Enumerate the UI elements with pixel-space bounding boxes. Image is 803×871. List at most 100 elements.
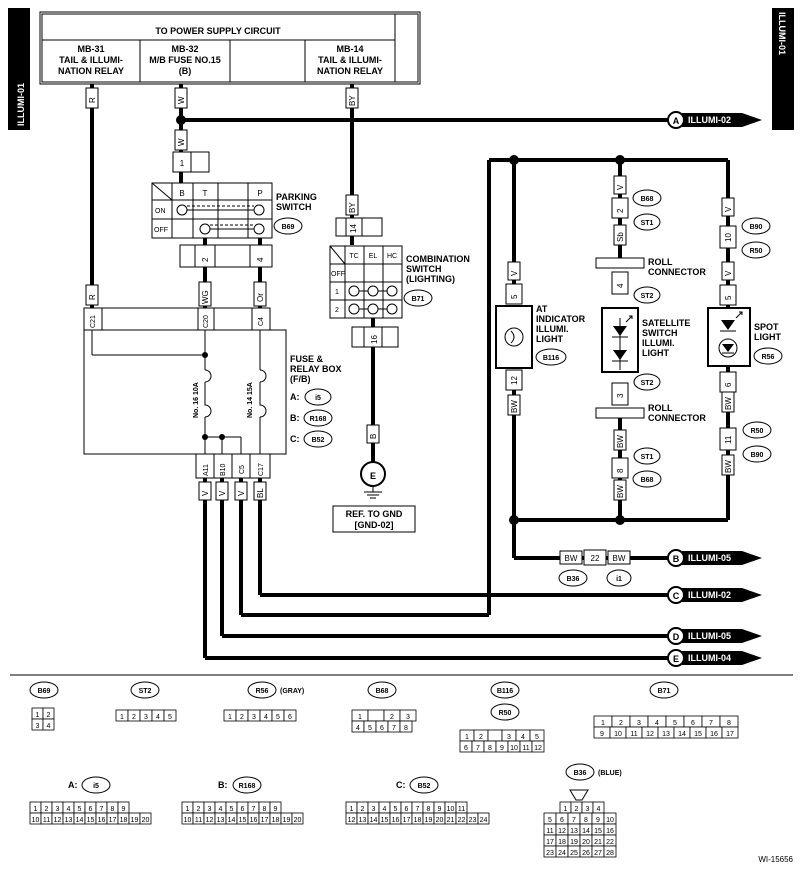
svg-text:9: 9 bbox=[122, 806, 126, 813]
svg-text:BW: BW bbox=[613, 554, 626, 563]
svg-text:18: 18 bbox=[558, 839, 566, 846]
svg-text:12: 12 bbox=[510, 376, 519, 385]
svg-text:ILLUMI-02: ILLUMI-02 bbox=[688, 115, 731, 125]
svg-text:1: 1 bbox=[34, 806, 38, 813]
ps-cell2-l2: M/B FUSE NO.15 bbox=[149, 55, 221, 65]
parking-switch-label: PARKING bbox=[276, 192, 317, 202]
svg-text:CONNECTOR: CONNECTOR bbox=[648, 413, 706, 423]
svg-text:3: 3 bbox=[406, 714, 410, 721]
svg-text:17: 17 bbox=[403, 817, 411, 824]
svg-text:C21: C21 bbox=[90, 315, 97, 328]
svg-text:V: V bbox=[616, 184, 625, 190]
svg-text:19: 19 bbox=[425, 817, 433, 824]
svg-text:18: 18 bbox=[272, 817, 280, 824]
svg-text:C:: C: bbox=[290, 434, 300, 444]
svg-text:V: V bbox=[237, 490, 246, 496]
svg-text:CONNECTOR: CONNECTOR bbox=[648, 267, 706, 277]
svg-text:B68: B68 bbox=[376, 688, 389, 695]
svg-text:R56: R56 bbox=[762, 354, 775, 361]
svg-text:W: W bbox=[177, 138, 186, 146]
svg-text:A11: A11 bbox=[203, 464, 210, 476]
svg-text:20: 20 bbox=[436, 817, 444, 824]
svg-text:16: 16 bbox=[370, 335, 379, 344]
power-supply-block: TO POWER SUPPLY CIRCUIT MB-31 TAIL & ILL… bbox=[39, 11, 421, 85]
svg-text:[GND-02]: [GND-02] bbox=[354, 520, 393, 530]
svg-text:ILLUMI-05: ILLUMI-05 bbox=[688, 553, 731, 563]
svg-text:B71: B71 bbox=[658, 688, 671, 695]
svg-text:B116: B116 bbox=[497, 688, 513, 695]
svg-text:2: 2 bbox=[197, 806, 201, 813]
svg-text:10: 10 bbox=[184, 817, 192, 824]
svg-text:T: T bbox=[203, 189, 208, 198]
svg-text:ST2: ST2 bbox=[139, 688, 152, 695]
svg-text:15: 15 bbox=[381, 817, 389, 824]
svg-text:11: 11 bbox=[458, 806, 465, 813]
svg-text:2: 2 bbox=[619, 720, 623, 727]
svg-text:11: 11 bbox=[43, 817, 50, 824]
svg-text:ROLL: ROLL bbox=[648, 257, 673, 267]
svg-text:8: 8 bbox=[404, 725, 408, 732]
satellite-switch-label: SATELLITE bbox=[642, 318, 690, 328]
svg-text:6: 6 bbox=[691, 720, 695, 727]
svg-text:WG: WG bbox=[201, 290, 210, 304]
svg-text:13: 13 bbox=[570, 828, 578, 835]
svg-text:8: 8 bbox=[584, 817, 588, 824]
svg-text:21: 21 bbox=[594, 839, 602, 846]
svg-text:10: 10 bbox=[32, 817, 40, 824]
power-supply-title: TO POWER SUPPLY CIRCUIT bbox=[155, 26, 281, 36]
svg-text:9: 9 bbox=[438, 806, 442, 813]
svg-text:6: 6 bbox=[405, 806, 409, 813]
svg-text:12: 12 bbox=[534, 745, 542, 752]
svg-text:P: P bbox=[257, 189, 262, 198]
svg-text:26: 26 bbox=[582, 850, 590, 857]
svg-text:V: V bbox=[201, 490, 210, 496]
svg-text:ST2: ST2 bbox=[641, 380, 654, 387]
svg-text:7: 7 bbox=[252, 806, 256, 813]
svg-text:5: 5 bbox=[168, 714, 172, 721]
svg-text:13: 13 bbox=[217, 817, 225, 824]
svg-text:6: 6 bbox=[89, 806, 93, 813]
svg-text:5: 5 bbox=[724, 295, 733, 300]
svg-text:ON: ON bbox=[155, 208, 166, 215]
svg-text:BW: BW bbox=[616, 435, 625, 448]
svg-text:B68: B68 bbox=[641, 196, 654, 203]
wire-labels: R W BY W BY R WG Or V V V BL B V BW V Sb… bbox=[85, 87, 735, 565]
svg-text:19: 19 bbox=[283, 817, 291, 824]
svg-text:11: 11 bbox=[195, 817, 202, 824]
svg-text:7: 7 bbox=[709, 720, 713, 727]
svg-text:11: 11 bbox=[546, 828, 553, 835]
svg-text:4: 4 bbox=[67, 806, 71, 813]
side-tag-right-text: ILLUMI-01 bbox=[777, 12, 787, 55]
svg-text:25: 25 bbox=[570, 850, 578, 857]
svg-text:LIGHT: LIGHT bbox=[536, 334, 563, 344]
svg-text:R: R bbox=[88, 97, 97, 103]
svg-text:W: W bbox=[177, 96, 186, 104]
svg-text:V: V bbox=[218, 490, 227, 496]
svg-text:10: 10 bbox=[447, 806, 455, 813]
svg-text:2: 2 bbox=[575, 806, 579, 813]
svg-text:28: 28 bbox=[606, 850, 614, 857]
svg-text:BW: BW bbox=[510, 400, 519, 413]
figure-id: WI-15656 bbox=[758, 855, 793, 864]
svg-text:13: 13 bbox=[359, 817, 367, 824]
svg-text:9: 9 bbox=[500, 745, 504, 752]
svg-text:7: 7 bbox=[392, 725, 396, 732]
svg-text:6: 6 bbox=[560, 817, 564, 824]
junctions bbox=[176, 115, 625, 525]
svg-text:4: 4 bbox=[356, 725, 360, 732]
svg-text:BW: BW bbox=[565, 554, 578, 563]
svg-text:4: 4 bbox=[156, 714, 160, 721]
svg-text:D: D bbox=[673, 632, 680, 642]
svg-text:Sb: Sb bbox=[616, 232, 625, 242]
svg-text:BW: BW bbox=[724, 397, 733, 410]
svg-text:8: 8 bbox=[616, 468, 625, 473]
svg-text:22: 22 bbox=[591, 554, 600, 563]
svg-text:R168: R168 bbox=[239, 783, 256, 790]
svg-text:R: R bbox=[88, 294, 97, 300]
